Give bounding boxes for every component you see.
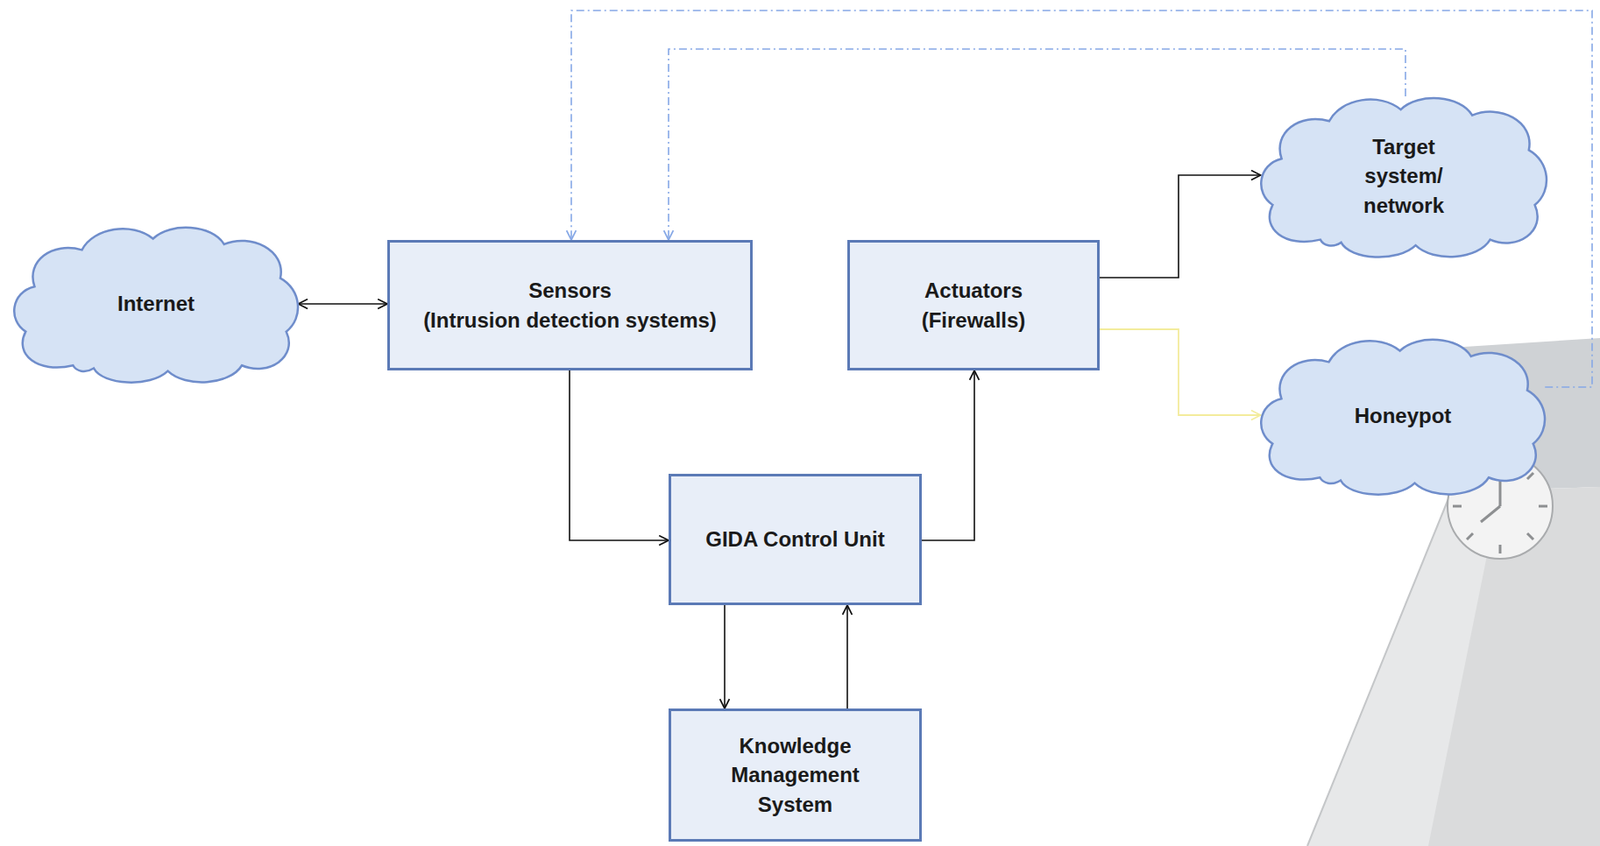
node-content: Sensors(Intrusion detection systems)	[423, 276, 717, 334]
cloud-node: Internet	[7, 219, 305, 389]
node-label: Target system/ network	[1346, 132, 1461, 220]
node-content: Honeypot	[1354, 401, 1452, 431]
process-box: GIDA Control Unit	[668, 474, 922, 606]
node-label: Internet	[117, 289, 195, 319]
connector	[297, 303, 388, 305]
node-content: GIDA Control Unit	[705, 524, 885, 554]
node-content: Internet	[117, 289, 195, 319]
node-content: Knowledge Management System	[714, 731, 877, 819]
connector	[1099, 329, 1261, 416]
node-label: Sensors	[423, 276, 717, 305]
node-label: (Firewalls)	[921, 305, 1027, 335]
connector	[921, 370, 975, 541]
node-content: Target system/ network	[1346, 132, 1461, 220]
connector	[1099, 175, 1261, 278]
node-label: (Intrusion detection systems)	[423, 305, 717, 335]
cloud-node: Target system/ network	[1254, 89, 1553, 263]
node-label: Knowledge Management System	[714, 731, 877, 819]
node-label: Actuators	[921, 276, 1027, 305]
process-box: Sensors(Intrusion detection systems)	[387, 240, 753, 371]
process-box: Actuators(Firewalls)	[847, 240, 1100, 371]
connector	[569, 370, 669, 541]
process-box: Knowledge Management System	[668, 708, 922, 843]
node-content: Actuators(Firewalls)	[921, 276, 1027, 334]
connector	[723, 605, 726, 709]
cloud-node: Honeypot	[1254, 331, 1551, 501]
node-label: GIDA Control Unit	[705, 524, 885, 554]
connector	[846, 605, 849, 709]
node-label: Honeypot	[1354, 401, 1452, 431]
